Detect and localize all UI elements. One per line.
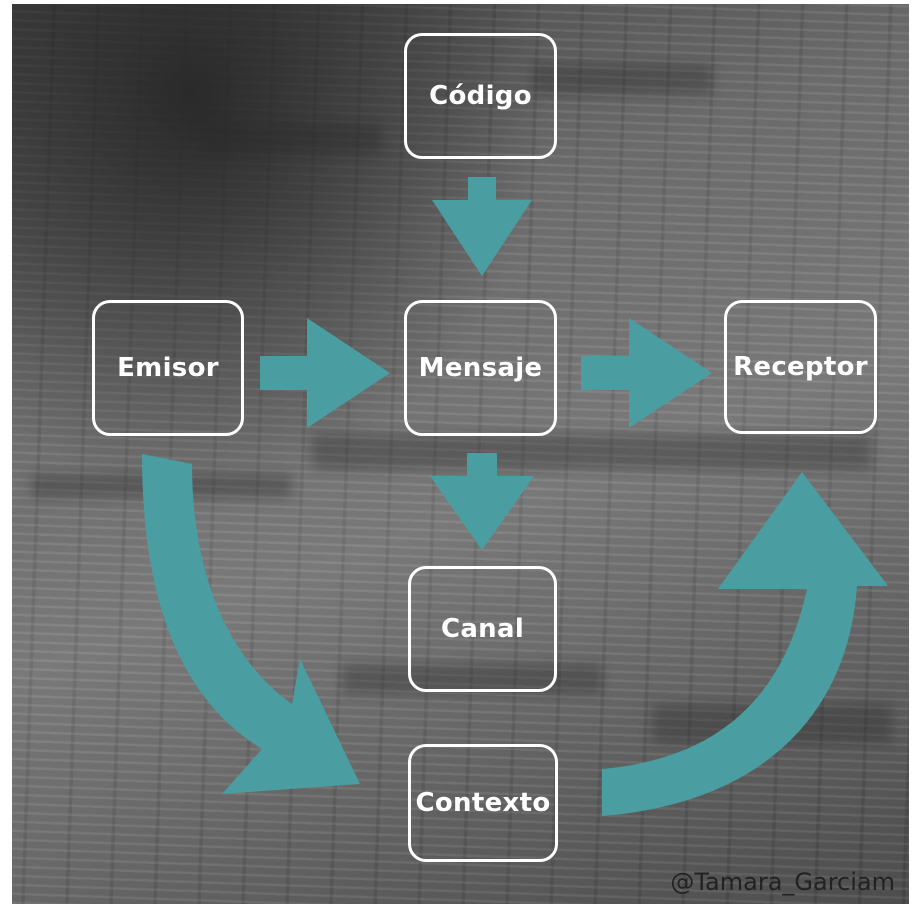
node-receptor-label: Receptor	[733, 352, 868, 382]
arrow-contexto-to-receptor	[602, 472, 888, 816]
arrow-mensaje-to-receptor	[581, 318, 712, 428]
arrow-emisor-to-mensaje	[260, 318, 390, 428]
node-mensaje: Mensaje	[404, 300, 557, 436]
arrow-emisor-to-contexto	[142, 454, 360, 794]
node-canal-label: Canal	[440, 614, 525, 644]
arrow-codigo-to-mensaje	[432, 177, 532, 276]
diagram-canvas: Código Emisor Mensaje Receptor Canal Con…	[12, 4, 909, 904]
node-emisor-label: Emisor	[117, 353, 219, 383]
node-codigo-label: Código	[429, 81, 532, 111]
arrows-layer	[142, 177, 888, 816]
node-mensaje-label: Mensaje	[418, 353, 543, 383]
node-receptor: Receptor	[724, 300, 877, 434]
background-texture	[312, 434, 872, 470]
background-texture	[202, 124, 382, 154]
node-emisor: Emisor	[92, 300, 244, 436]
author-watermark: @Tamara_Garciam	[670, 868, 895, 896]
background-texture	[532, 64, 712, 94]
node-codigo: Código	[404, 33, 557, 159]
arrow-mensaje-to-canal	[430, 453, 534, 550]
node-contexto: Contexto	[408, 744, 558, 862]
node-contexto-label: Contexto	[415, 788, 551, 818]
node-canal: Canal	[408, 566, 557, 692]
